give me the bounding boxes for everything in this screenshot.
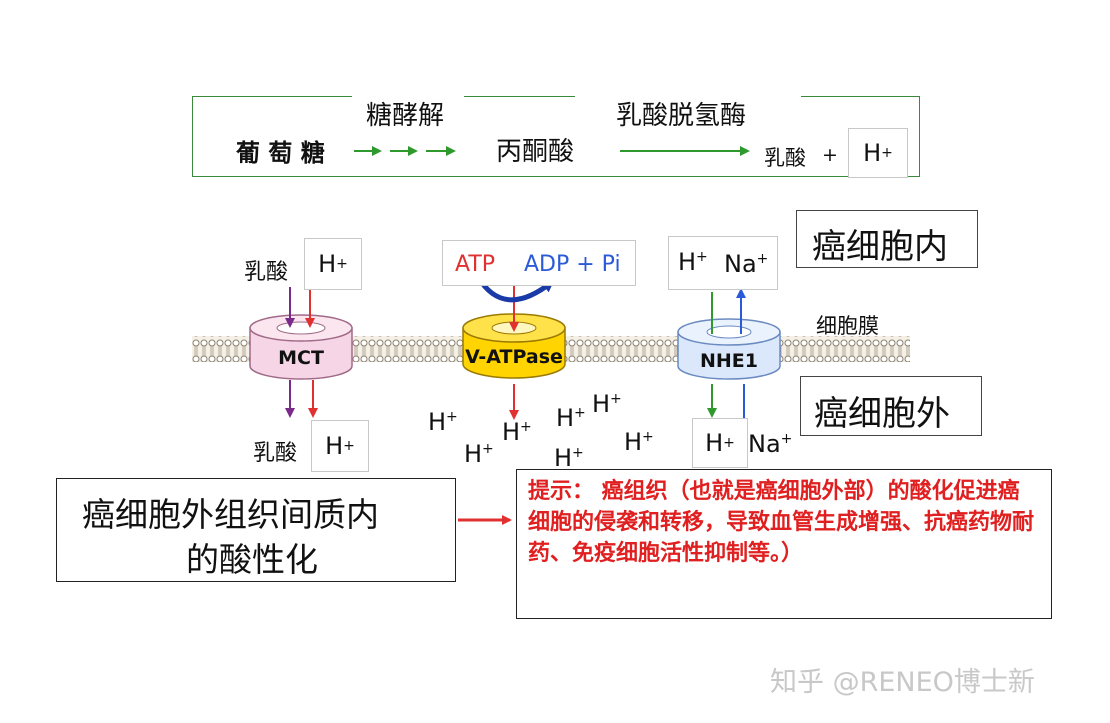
mct-inside-proton-box: H+ bbox=[304, 238, 362, 290]
pyruvate-label: 丙酮酸 bbox=[496, 137, 575, 167]
acidification-line1: 癌细胞外组织间质内 bbox=[82, 495, 379, 534]
nhe1-outside-sup: + bbox=[723, 435, 735, 451]
atp-label: ATP bbox=[455, 252, 496, 277]
hint-text: 提示： 癌组织（也就是癌细胞外部）的酸化促进癌细胞的侵袭和转移，导致血管生成增强… bbox=[528, 479, 1035, 566]
free-proton-h: H bbox=[502, 418, 521, 446]
nhe1-outside-na-text: Na bbox=[748, 430, 781, 458]
free-proton: H+ bbox=[592, 390, 622, 418]
nhe1-outside-h: H bbox=[705, 429, 724, 457]
free-proton-sup: + bbox=[520, 419, 532, 435]
vatpase-label: V-ATPase bbox=[465, 346, 563, 368]
free-proton-h: H bbox=[624, 428, 643, 456]
glycolysis-step-label: 糖酵解 bbox=[366, 101, 445, 131]
nhe1-inside-h: H+ bbox=[678, 248, 708, 276]
mct-outside-proton-box: H+ bbox=[311, 420, 369, 472]
acidification-line2: 的酸性化 bbox=[186, 540, 318, 579]
mct-inside-sup: + bbox=[336, 256, 348, 272]
mct-label: MCT bbox=[278, 347, 324, 369]
free-proton-h: H bbox=[556, 404, 575, 432]
nhe1-outside-proton-box: H+ bbox=[692, 418, 748, 468]
nhe1-label: NHE1 bbox=[699, 350, 758, 372]
ldh-step-label: 乳酸脱氢酶 bbox=[616, 101, 747, 131]
hint-box bbox=[516, 469, 1052, 619]
glycolysis-pathway-box bbox=[192, 96, 920, 177]
label-gap bbox=[352, 90, 464, 104]
mct-outside-sup: + bbox=[343, 438, 355, 454]
nhe1-inside-h-sup: + bbox=[696, 249, 708, 265]
inside-region-label: 癌细胞内 bbox=[812, 227, 948, 267]
free-proton-h: H bbox=[428, 408, 447, 436]
mct-outside-h: H bbox=[325, 432, 344, 460]
free-proton-sup: + bbox=[482, 441, 494, 457]
free-proton-h: H bbox=[554, 444, 573, 472]
free-proton: H+ bbox=[428, 408, 458, 436]
nhe1-outside-na: Na+ bbox=[748, 430, 792, 458]
free-proton-h: H bbox=[464, 440, 483, 468]
lactate-label: 乳酸 bbox=[764, 146, 806, 170]
free-proton: H+ bbox=[554, 444, 584, 472]
nhe1-inside-na-text: Na bbox=[724, 250, 757, 278]
plus-sign: + bbox=[822, 144, 838, 166]
mct-inside-lactate: 乳酸 bbox=[244, 260, 289, 285]
free-proton-sup: + bbox=[574, 405, 586, 421]
membrane-label: 细胞膜 bbox=[816, 314, 879, 338]
free-proton-sup: + bbox=[572, 445, 584, 461]
free-proton: H+ bbox=[556, 404, 586, 432]
nhe1-inside-na: Na+ bbox=[724, 250, 768, 278]
nhe1-outside-na-sup: + bbox=[780, 431, 793, 447]
adp-label: ADP + Pi bbox=[524, 252, 621, 277]
proton-sup: + bbox=[881, 145, 893, 161]
free-proton: H+ bbox=[624, 428, 654, 456]
free-proton-sup: + bbox=[610, 391, 622, 407]
outside-region-label: 癌细胞外 bbox=[814, 394, 950, 434]
atp-box bbox=[442, 240, 636, 286]
mct-outside-lactate: 乳酸 bbox=[253, 441, 298, 466]
free-proton-sup: + bbox=[642, 429, 654, 445]
acidification-box bbox=[56, 478, 456, 582]
proton-box: H+ bbox=[848, 128, 908, 178]
nhe1-channel bbox=[677, 318, 781, 380]
mct-arrows bbox=[285, 287, 318, 418]
outside-region-box bbox=[800, 376, 982, 436]
nhe1-inside-na-sup: + bbox=[756, 251, 769, 267]
free-proton: H+ bbox=[464, 440, 494, 468]
glucose-label: 葡 萄 糖 bbox=[236, 139, 325, 167]
label-gap bbox=[575, 90, 801, 104]
nhe1-inside-h-text: H bbox=[678, 248, 697, 276]
free-proton: H+ bbox=[502, 418, 532, 446]
free-proton-sup: + bbox=[446, 409, 458, 425]
nhe1-inside-box bbox=[668, 236, 778, 290]
nhe1-arrows bbox=[707, 288, 746, 420]
watermark: 知乎 @RENEO博士新 bbox=[770, 667, 1035, 698]
free-proton-h: H bbox=[592, 390, 611, 418]
inside-region-box bbox=[796, 210, 978, 268]
proton-h: H bbox=[863, 139, 882, 167]
mct-channel bbox=[249, 314, 353, 380]
mct-inside-h: H bbox=[318, 250, 337, 278]
